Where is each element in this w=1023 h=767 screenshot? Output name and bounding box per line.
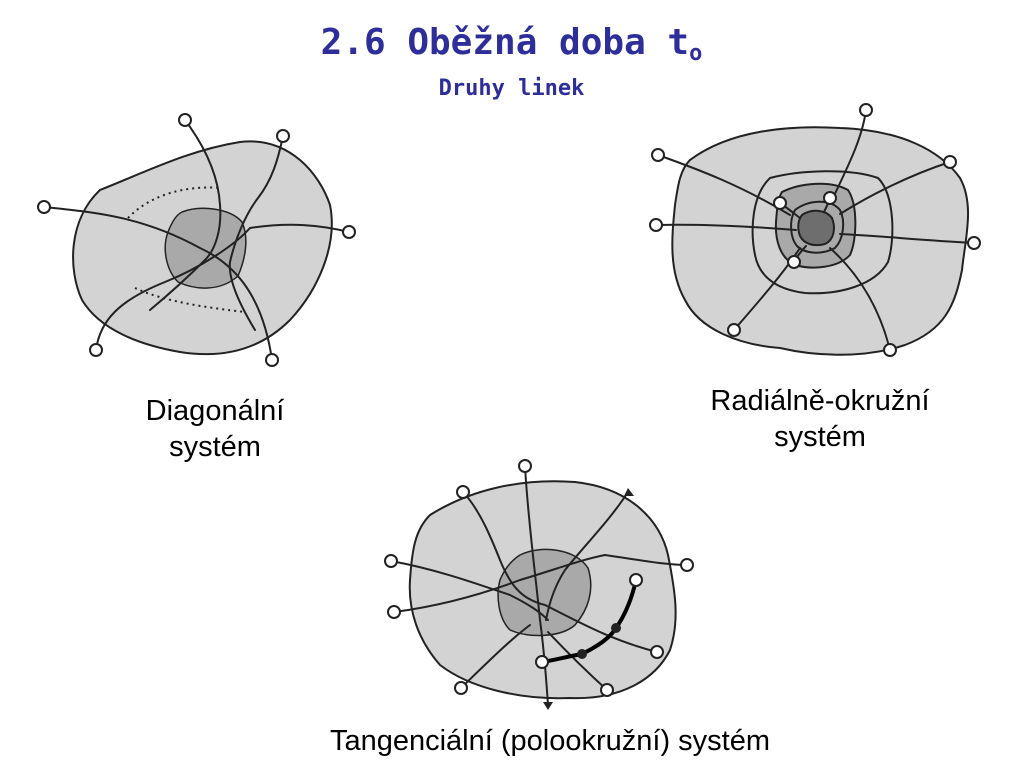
tangential-terminal-se bbox=[650, 645, 664, 659]
tangential-terminal-w1 bbox=[384, 554, 398, 568]
radial-terminal-inner-n bbox=[823, 191, 837, 205]
diagonal-terminal-n bbox=[178, 113, 192, 127]
diagonal-caption-line2: systém bbox=[169, 431, 261, 463]
radial-outer-ring bbox=[751, 170, 894, 295]
diagonal-terminal-sw bbox=[89, 343, 103, 357]
tangential-terminal-w2 bbox=[387, 605, 401, 619]
slide-title-subscript: o bbox=[689, 41, 703, 66]
tangential-terminal-sw bbox=[454, 681, 468, 695]
tangential-city-center bbox=[497, 548, 592, 637]
radial-line-se bbox=[829, 247, 891, 351]
tangential-line-7 bbox=[547, 631, 608, 691]
tangential-system-diagram bbox=[384, 459, 694, 710]
diagonal-caption: Diagonální systém bbox=[90, 393, 340, 465]
diagonal-line-2 bbox=[95, 223, 350, 351]
diagonal-line-4 bbox=[228, 135, 284, 331]
tangential-line-2 bbox=[462, 491, 658, 653]
radial-caption-line2: systém bbox=[774, 421, 866, 453]
radial-terminal-w bbox=[649, 218, 663, 232]
diagonal-dotted-boundary-top bbox=[127, 186, 223, 219]
tangential-line-4 bbox=[393, 554, 688, 613]
tangential-terminal-nw bbox=[456, 485, 470, 499]
radial-line-n bbox=[831, 109, 867, 201]
radial-line-ne bbox=[839, 161, 951, 215]
diagonal-city-center bbox=[164, 207, 247, 289]
diagonal-terminal-ne bbox=[276, 129, 290, 143]
radial-terminal-e bbox=[967, 236, 981, 250]
radial-terminal-inner-nw bbox=[773, 196, 787, 210]
diagonal-line-3 bbox=[149, 119, 222, 311]
tangential-terminal-e bbox=[680, 558, 694, 572]
tangential-arrow-up bbox=[624, 488, 634, 496]
slide-title: 2.6 Oběžná doba to bbox=[0, 22, 1023, 66]
diagonal-terminal-w bbox=[37, 200, 51, 214]
radial-line-nw bbox=[657, 154, 791, 216]
tangential-arrow-down bbox=[543, 702, 553, 710]
tangential-stop-2 bbox=[611, 623, 621, 633]
tangential-line-5 bbox=[545, 491, 629, 621]
radial-terminal-n bbox=[859, 103, 873, 117]
radial-ring-system-diagram bbox=[649, 103, 981, 357]
tangential-semicircular-line bbox=[540, 578, 638, 664]
diagonal-terminal-se bbox=[265, 353, 279, 367]
tangential-line-3 bbox=[390, 560, 549, 621]
tangential-caption: Tangenciální (polookružní) systém bbox=[329, 725, 771, 757]
diagonal-line-1 bbox=[43, 206, 273, 361]
diagonal-dotted-boundary-bottom bbox=[134, 287, 246, 313]
diagonal-system-diagram bbox=[37, 113, 356, 367]
radial-terminal-ne bbox=[943, 155, 957, 169]
radial-line-e bbox=[839, 233, 975, 244]
tangential-line-1 bbox=[524, 465, 549, 706]
diagonal-caption-line1: Diagonální bbox=[145, 395, 285, 427]
radial-core bbox=[797, 209, 835, 247]
radial-caption: Radiálně-okružní systém bbox=[660, 383, 980, 455]
radial-terminal-sw bbox=[727, 323, 741, 337]
tangential-terminal-n bbox=[518, 459, 532, 473]
tangential-terminal-a bbox=[535, 655, 549, 669]
radial-line-w bbox=[655, 223, 797, 231]
tangential-line-6 bbox=[460, 624, 531, 689]
radial-terminal-se bbox=[883, 343, 897, 357]
slide-title-text: 2.6 Oběžná doba t bbox=[320, 22, 690, 63]
radial-terminal-nw bbox=[651, 148, 665, 162]
radial-caption-line1: Radiálně-okružní bbox=[710, 385, 930, 417]
diagonal-terminal-e bbox=[342, 225, 356, 239]
tangential-terminal-b bbox=[629, 573, 643, 587]
tangential-terminal-s bbox=[600, 683, 614, 697]
radial-terminal-inner-sw bbox=[787, 255, 801, 269]
tangential-stop-1 bbox=[577, 649, 587, 659]
slide-subtitle: Druhy linek bbox=[438, 76, 585, 101]
